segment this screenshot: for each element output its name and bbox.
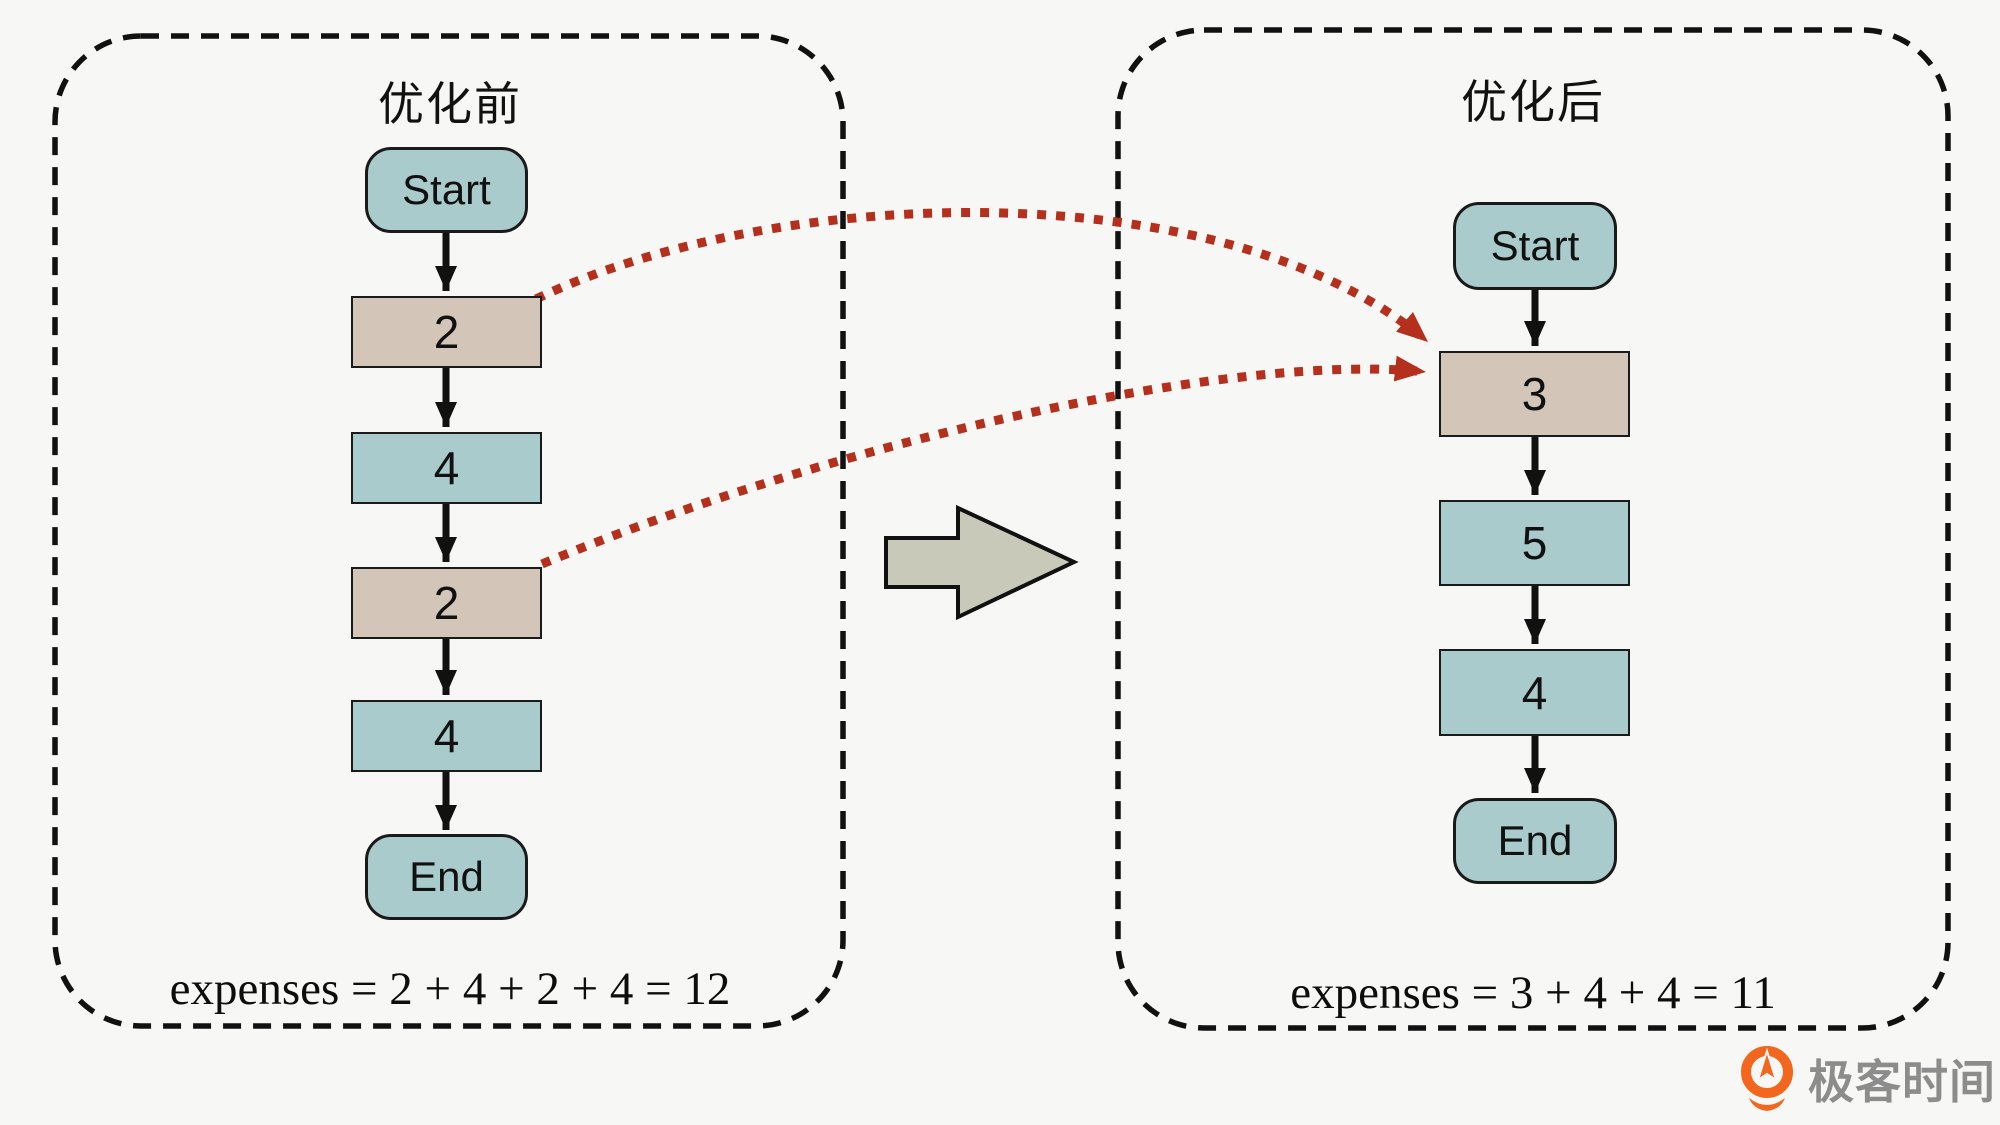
left-node-cost2-second: 2 <box>351 567 542 639</box>
left-expenses-formula: expenses = 2 + 4 + 2 + 4 = 12 <box>169 963 731 1015</box>
geektime-icon <box>1741 1046 1793 1111</box>
geektime-wordmark: 极客时间 <box>1808 1056 1996 1108</box>
right-node-cost4: 4 <box>1439 649 1630 736</box>
merge-arrow-bottom <box>540 355 1427 569</box>
left-node-cost2-first: 2 <box>351 296 542 368</box>
transform-arrow <box>884 504 1079 621</box>
left-node-end: End <box>365 834 528 920</box>
left-node-start: Start <box>365 147 528 233</box>
left-node-cost4-first: 4 <box>351 432 542 504</box>
merge-arrow-top <box>534 208 1431 346</box>
right-node-cost5: 5 <box>1439 500 1630 586</box>
geektime-logo: 极客时间 <box>1736 1042 1996 1116</box>
left-node-cost4-second: 4 <box>351 700 542 772</box>
right-node-end: End <box>1453 798 1617 884</box>
right-panel-title: 优化后 <box>1461 76 1605 128</box>
left-panel-title: 优化前 <box>378 78 522 130</box>
left-panel-border <box>52 33 846 1029</box>
right-panel-border <box>1115 27 1951 1031</box>
right-node-start: Start <box>1453 202 1617 290</box>
right-expenses-formula: expenses = 3 + 4 + 4 = 11 <box>1290 967 1776 1019</box>
right-node-cost3: 3 <box>1439 351 1630 437</box>
